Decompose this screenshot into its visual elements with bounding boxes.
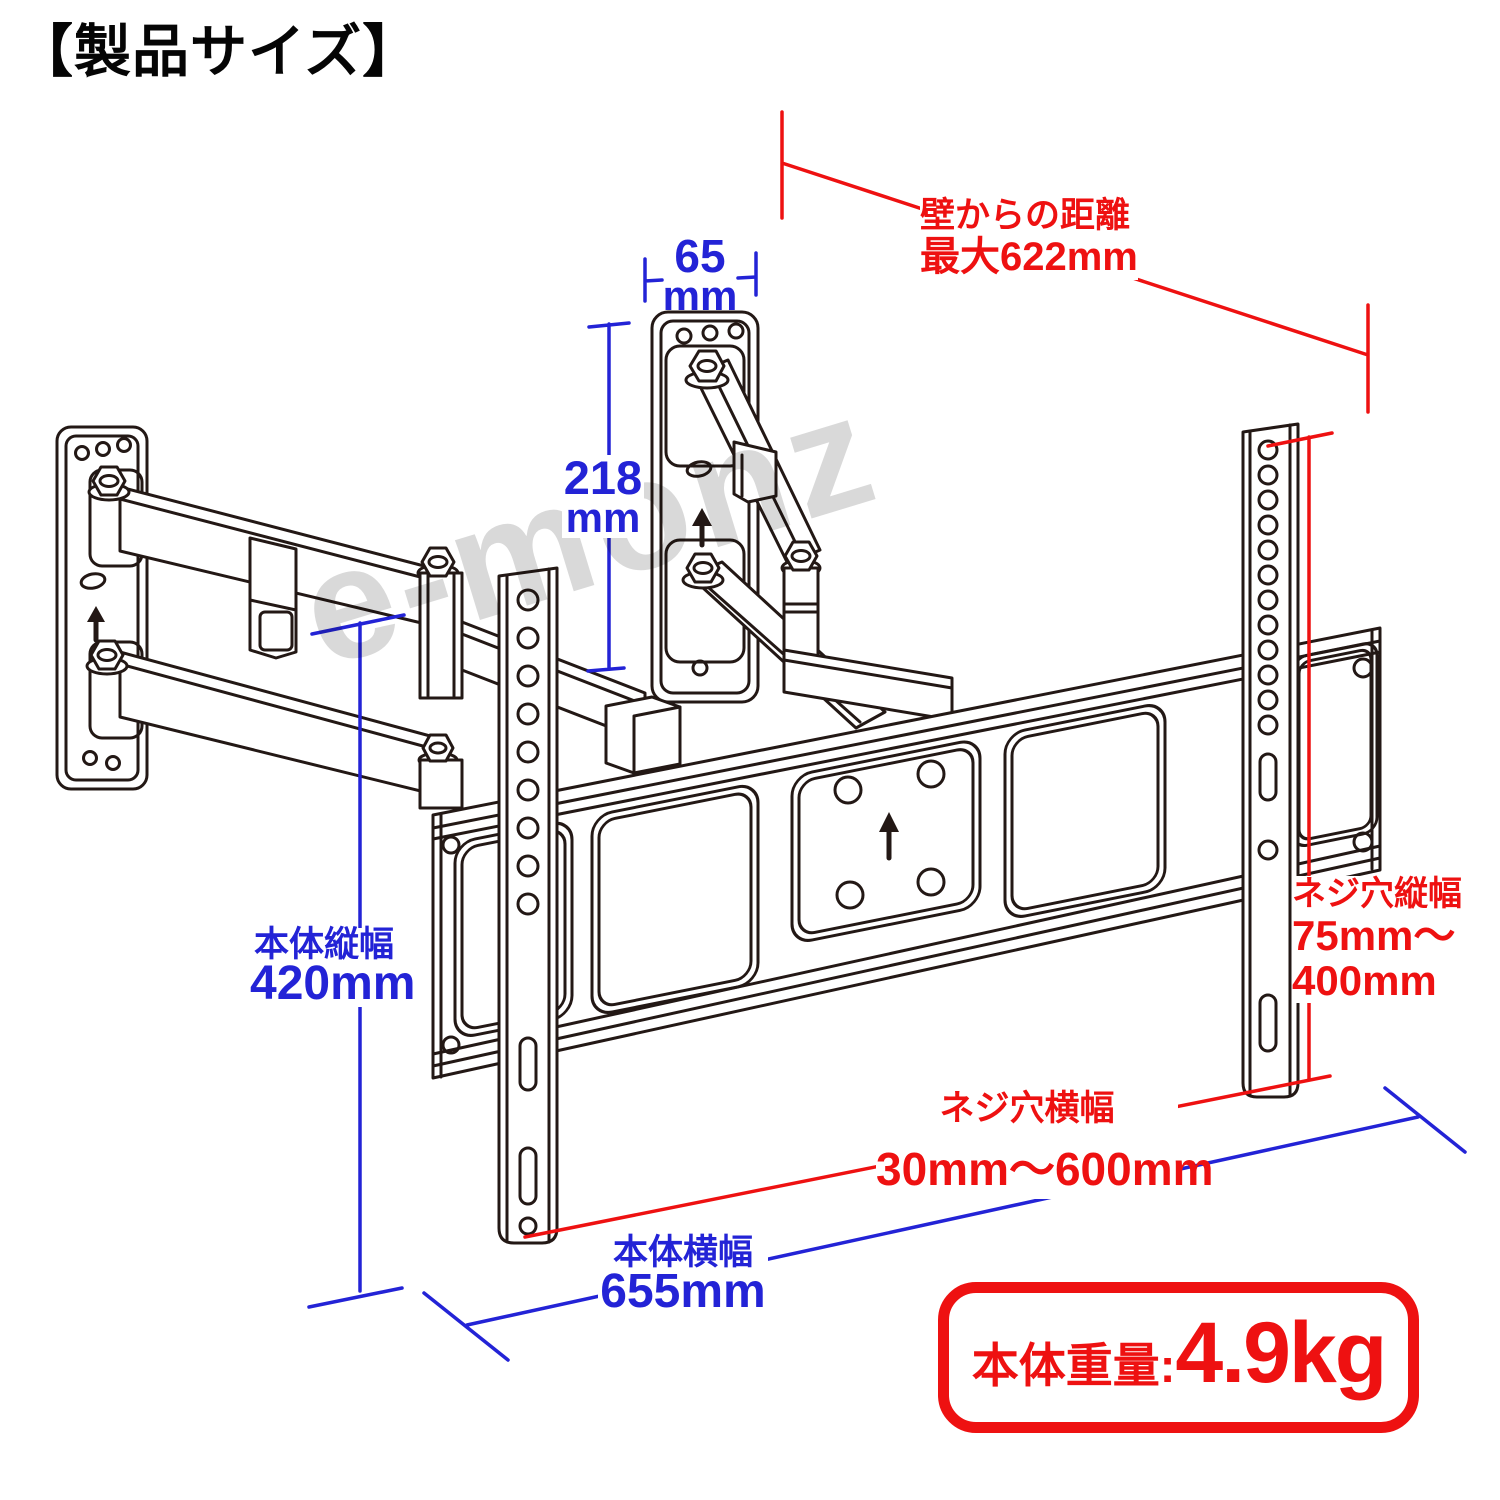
dim-top-width-unit: mm <box>662 272 738 320</box>
bracket-cutout-3 <box>1003 704 1167 918</box>
dim-body-width-label: 本体横幅 <box>612 1233 753 1272</box>
dim-wall-distance-value: 最大622mm <box>920 235 1138 280</box>
dim-screw-hole-vertical-range2: 400mm <box>1292 957 1437 1005</box>
right-arm-assembly <box>681 349 954 730</box>
dim-screw-hole-vertical-range1: 75mm〜 <box>1292 911 1456 959</box>
dim-screw-hole-vertical-label: ネジ穴縦幅 <box>1292 875 1462 913</box>
weight-badge: 本体重量: 4.9kg <box>938 1282 1419 1433</box>
dim-body-width: 本体横幅 655mm <box>598 1233 768 1319</box>
dim-screw-hole-vertical: ネジ穴縦幅 75mm〜 400mm <box>1292 876 1462 1003</box>
dim-plate-height: 218 mm <box>562 451 644 542</box>
dim-top-width-value: 65 <box>674 230 726 282</box>
dim-wall-distance-label: 壁からの距離 <box>920 196 1131 235</box>
right-vesa-rail <box>1241 422 1300 1099</box>
left-arm-assembly <box>85 465 682 810</box>
dim-body-width-value: 655mm <box>600 1265 766 1319</box>
dim-plate-height-value: 218 <box>563 451 643 504</box>
weight-value: 4.9kg <box>1175 1305 1387 1401</box>
dim-top-width: 65 mm <box>648 230 752 320</box>
dim-wall-distance: 壁からの距離 最大622mm <box>920 196 1138 280</box>
bracket-cutout-2 <box>590 784 760 1014</box>
page-title: 【製品サイズ】 <box>16 20 421 84</box>
dim-body-height-label: 本体縦幅 <box>253 925 394 964</box>
weight-label: 本体重量: <box>971 1339 1176 1392</box>
dim-plate-height-unit: mm <box>565 494 641 542</box>
dim-screw-hole-horizontal: ネジ穴横幅 30mm〜600mm <box>876 1080 1214 1199</box>
left-vesa-rail <box>497 566 559 1245</box>
dim-screw-hole-horizontal-range: 30mm〜600mm <box>876 1143 1214 1195</box>
bracket-center-panel <box>790 740 982 942</box>
dim-body-height-value: 420mm <box>250 957 416 1011</box>
dim-screw-hole-horizontal-label: ネジ穴横幅 <box>939 1089 1115 1128</box>
dim-body-height: 本体縦幅 420mm <box>250 925 416 1011</box>
